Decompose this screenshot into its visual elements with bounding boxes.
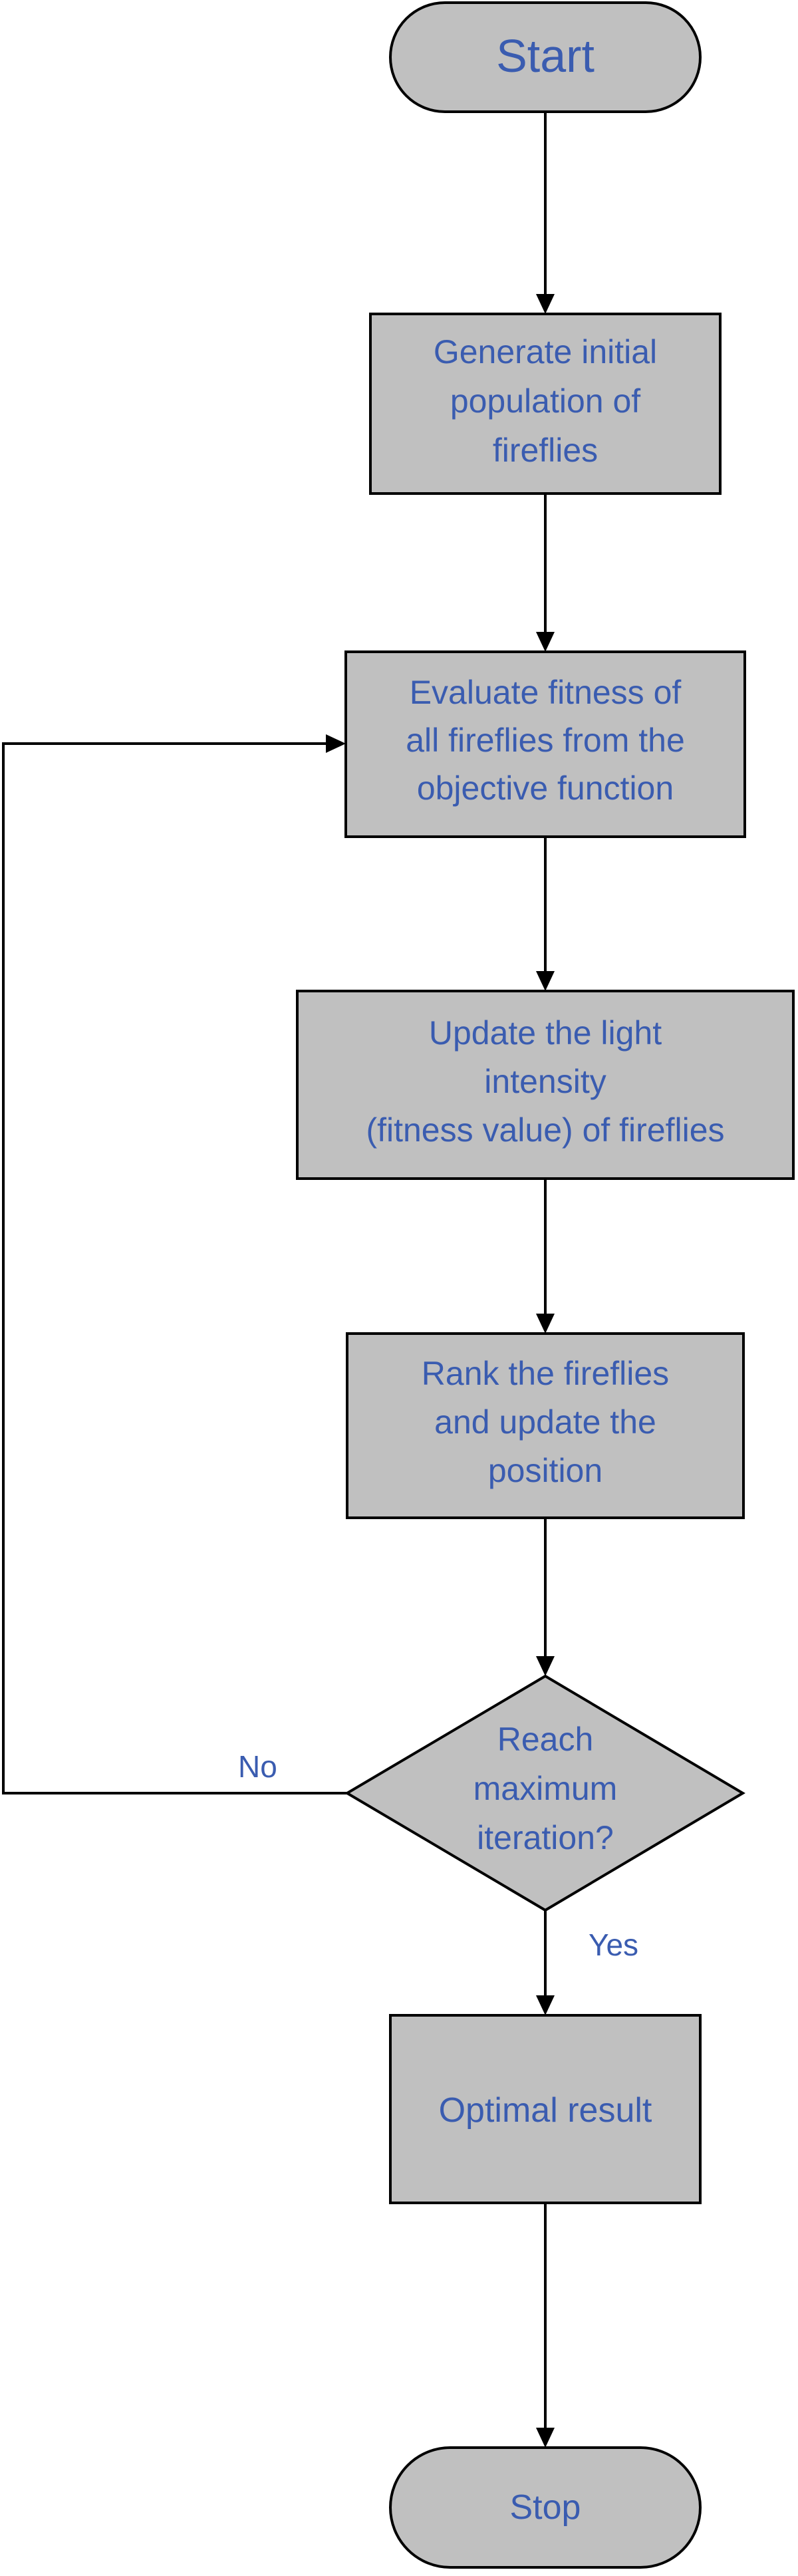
update-label-line-2: intensity [484,1063,606,1100]
start-label: Start [496,30,595,82]
update-process: Update the light intensity (fitness valu… [296,990,795,1180]
evaluate-label-line-2: all fireflies from the [406,722,685,759]
start-terminator: Start [389,1,702,113]
evaluate-label-line-3: objective function [417,770,674,807]
update-label-line-1: Update the light [429,1014,662,1052]
decision-label-line-1: Reach [497,1721,594,1758]
arrowhead-init [536,294,555,314]
arrowhead-loop-no [326,734,346,753]
rank-label-line-1: Rank the fireflies [422,1355,669,1392]
stop-label: Stop [510,2488,581,2527]
arrowhead-stop [536,2428,555,2448]
result-label: Optimal result [439,2091,652,2130]
evaluate-process: Evaluate fitness of all fireflies from t… [344,650,746,838]
evaluate-label-line-1: Evaluate fitness of [410,674,682,711]
edge-label-no: No [238,1749,277,1784]
init-label-line-3: fireflies [493,432,598,469]
decision-label-line-3: iteration? [477,1819,614,1856]
arrowhead-update [536,971,555,991]
rank-label-line-3: position [488,1452,602,1489]
edge-label-yes: Yes [589,1928,638,1962]
arrowhead-decision [536,1656,555,1676]
connector-loop-no [2,742,347,1794]
arrowhead-rank [536,1314,555,1334]
arrowhead-result [536,1995,555,2015]
decision-diamond: Reach maximum iteration? [344,1674,745,1912]
init-label-line-2: population of [450,382,640,420]
rank-label-line-2: and update the [434,1403,656,1441]
rank-process: Rank the fireflies and update the positi… [346,1332,745,1519]
stop-terminator: Stop [389,2446,702,2569]
init-process: Generate initial population of fireflies [369,313,722,495]
arrowhead-evaluate [536,632,555,652]
update-label-line-3: (fitness value) of fireflies [366,1111,724,1149]
decision-label-line-2: maximum [473,1770,618,1807]
init-label-line-1: Generate initial [434,333,657,370]
result-process: Optimal result [389,2014,702,2204]
